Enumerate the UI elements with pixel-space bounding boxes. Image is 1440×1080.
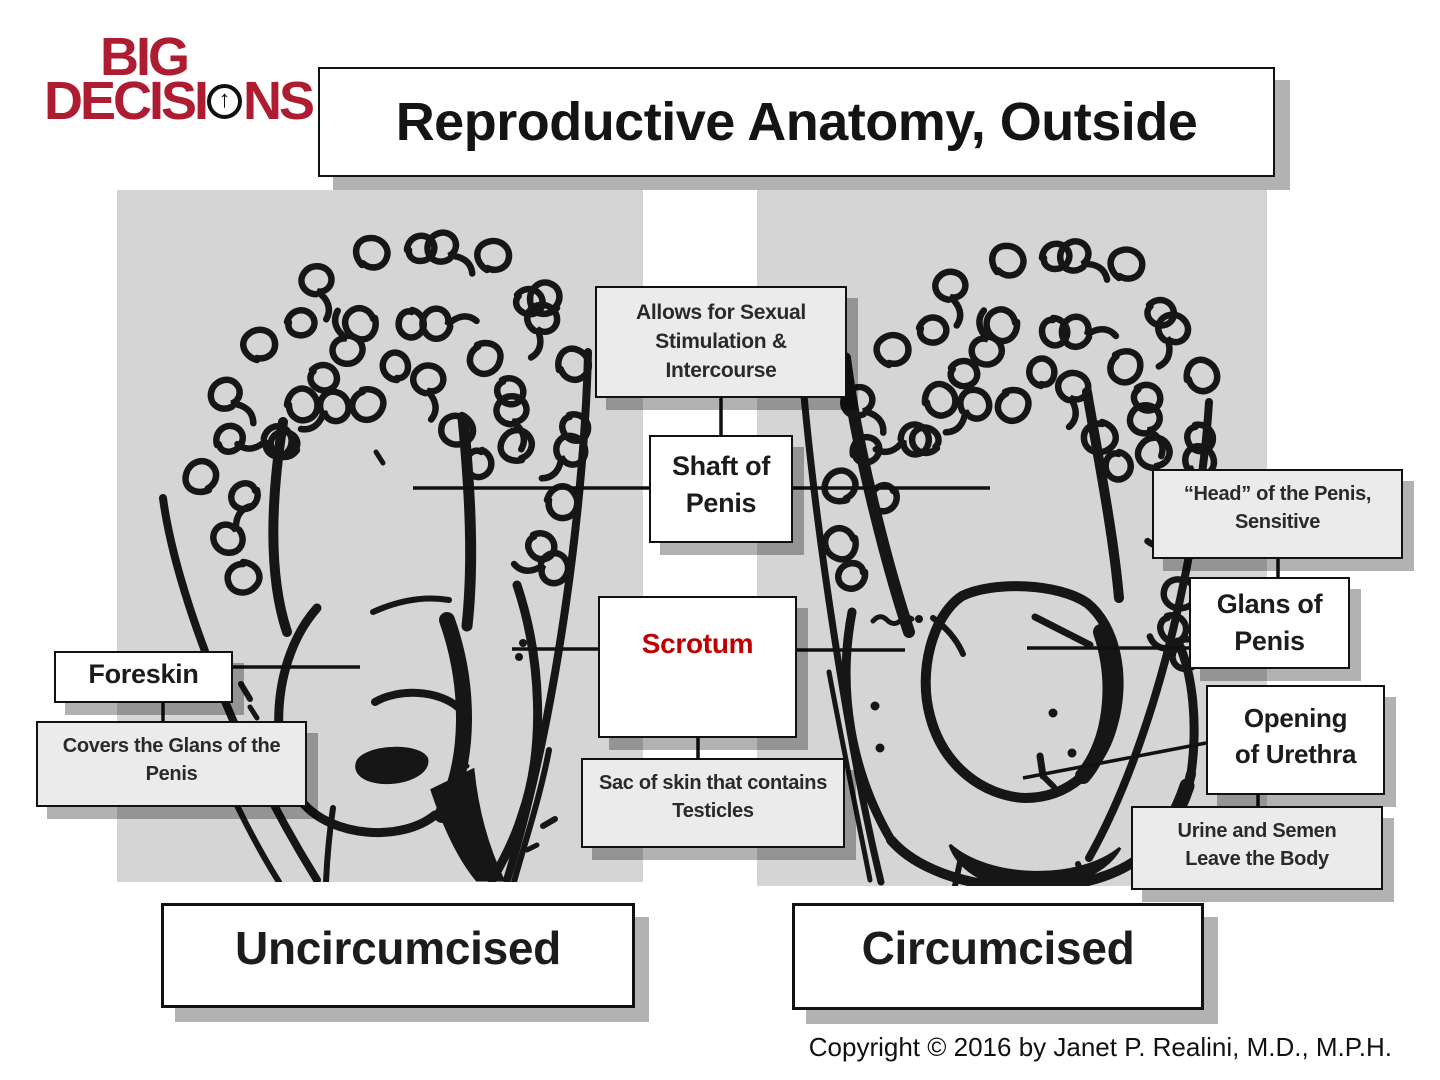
label-line: “Head” of the Penis, — [1183, 483, 1372, 505]
caption-text: Circumcised — [861, 922, 1135, 974]
label-line: Shaft of — [671, 451, 771, 481]
label-glans-of-penis: Glans of Penis — [1189, 577, 1350, 669]
caption-text: Uncircumcised — [235, 922, 561, 974]
label-line: Foreskin — [88, 659, 199, 689]
label-line: Intercourse — [665, 358, 777, 382]
label-line: Urine and Semen — [1177, 820, 1337, 842]
label-shaft-of-penis: Shaft of Penis — [649, 435, 793, 543]
caption-uncircumcised: Uncircumcised — [161, 903, 635, 1008]
label-line: Scrotum — [641, 628, 754, 659]
shaft-outline-left — [268, 412, 477, 637]
pubic-hair-right — [818, 235, 1222, 678]
page-title-box: Reproductive Anatomy, Outside — [318, 67, 1275, 177]
label-scrotum: Scrotum — [598, 596, 797, 738]
skin-marks-right — [870, 614, 1077, 758]
label-line: Penis — [1234, 626, 1305, 657]
scrotum-foreskin-left — [274, 580, 543, 882]
pubic-hair-left — [179, 227, 594, 594]
label-line: Sac of skin that contains — [598, 772, 828, 794]
thighs-right — [796, 344, 1213, 886]
label-opening-of-urethra: Opening of Urethra — [1206, 685, 1385, 795]
label-line: Glans of — [1216, 589, 1323, 619]
label-sac-of-skin: Sac of skin that contains Testicles — [581, 758, 845, 848]
logo-word-decisions-part2: NS — [243, 71, 315, 131]
shaft-outline-right — [839, 352, 1124, 638]
label-urine-and-semen: Urine and Semen Leave the Body — [1131, 806, 1383, 890]
label-line: Leave the Body — [1185, 847, 1329, 870]
label-allows-stimulation: Allows for Sexual Stimulation & Intercou… — [595, 286, 847, 398]
caption-circumcised: Circumcised — [792, 903, 1204, 1010]
glans-right — [920, 581, 1124, 804]
logo-circle: ↑ — [207, 83, 243, 119]
label-line: of Urethra — [1234, 738, 1357, 769]
logo-word-decisions: DECISI ↑ NS — [44, 71, 315, 131]
copyright-notice: Copyright © 2016 by Janet P. Realini, M.… — [808, 1032, 1392, 1062]
label-line: Allows for Sexual — [636, 301, 806, 324]
skin-marks-left — [238, 449, 558, 853]
logo-word-decisions-part1: DECISI — [44, 71, 209, 131]
label-line: Testicles — [672, 799, 754, 822]
label-line: Covers the Glans of the — [62, 735, 281, 757]
big-decisions-logo: BIG DECISI ↑ NS — [42, 27, 315, 131]
label-line: Sensitive — [1234, 510, 1321, 533]
label-line: Stimulation & — [655, 329, 787, 353]
arrow-up-icon: ↑ — [218, 86, 231, 113]
label-head-of-penis: “Head” of the Penis, Sensitive — [1152, 469, 1403, 559]
label-line: Opening — [1243, 703, 1348, 733]
page-title: Reproductive Anatomy, Outside — [395, 92, 1198, 152]
label-foreskin: Foreskin — [54, 651, 233, 703]
label-line: Penis — [145, 762, 198, 785]
label-covers-glans: Covers the Glans of the Penis — [36, 721, 307, 807]
label-line: Penis — [685, 488, 757, 519]
logo-word-big: BIG — [100, 27, 190, 87]
